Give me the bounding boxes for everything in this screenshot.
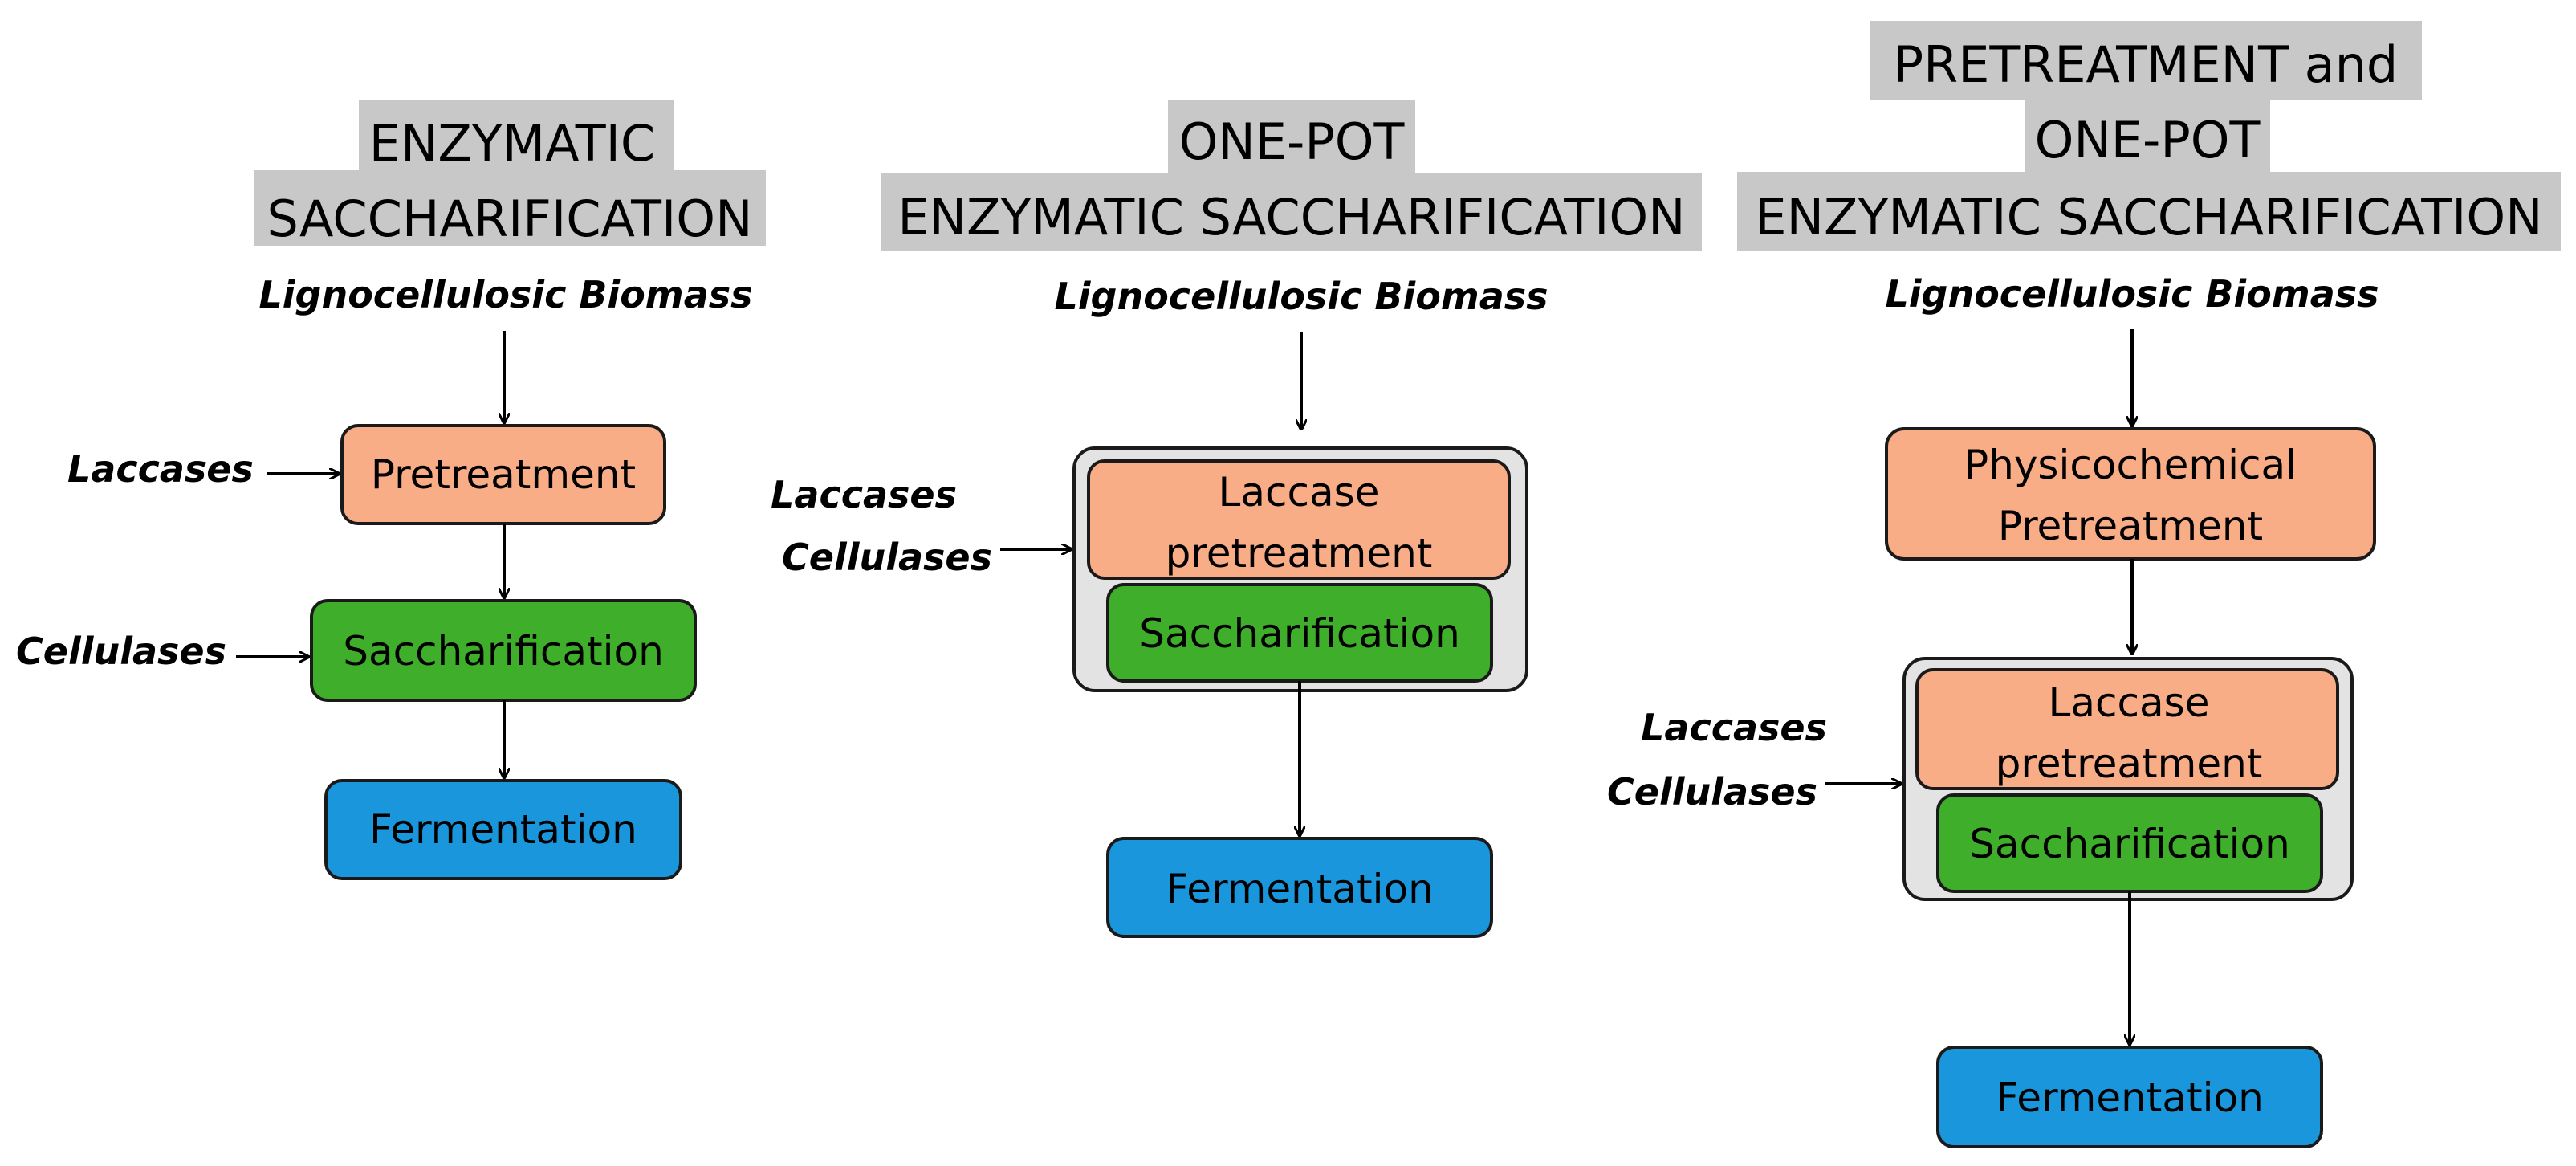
panel-title-line-2: ENZYMATIC SACCHARIFICATION (897, 188, 1685, 247)
input-label-biomass: Lignocellulosic Biomass (258, 273, 752, 316)
panel-title-line-1: PRETREATMENT and (1894, 35, 2399, 94)
enzyme-label-laccases: Laccases (1641, 706, 1827, 749)
step-saccharification-label: Saccharification (1139, 610, 1460, 657)
step-laccase-pretreatment-label-1: Laccase (1219, 469, 1380, 516)
step-physicochemical-label-1: Physicochemical (1964, 442, 2297, 488)
step-laccase-pretreatment (1087, 459, 1511, 580)
enzyme-label-cellulases: Cellulases (782, 536, 992, 579)
step-fermentation-label: Fermentation (1166, 866, 1434, 912)
enzyme-label-laccases: Laccases (67, 447, 254, 491)
step-fermentation (1936, 1046, 2323, 1148)
panel-title-line-1: ONE-POT (1179, 112, 1406, 171)
panel-title-line-3: ENZYMATIC SACCHARIFICATION (1755, 188, 2542, 247)
panel-title-line-1: ENZYMATIC (369, 114, 655, 173)
step-laccase-pretreatment-label-2: pretreatment (1996, 740, 2263, 787)
panel-one-pot-saccharification: ONE-POT ENZYMATIC SACCHARIFICATION Ligno… (771, 100, 1702, 938)
step-saccharification-label: Saccharification (343, 628, 664, 675)
input-label-biomass: Lignocellulosic Biomass (1885, 272, 2379, 316)
input-label-biomass: Lignocellulosic Biomass (1054, 275, 1548, 318)
step-fermentation-label: Fermentation (1996, 1074, 2264, 1121)
step-laccase-pretreatment-label-1: Laccase (2049, 679, 2210, 726)
title-highlight (359, 100, 674, 170)
step-physicochemical-label-2: Pretreatment (1998, 503, 2263, 549)
panel-enzymatic-saccharification: ENZYMATIC SACCHARIFICATION Lignocellulos… (16, 100, 766, 880)
step-fermentation-label: Fermentation (369, 806, 637, 853)
title-highlight (1168, 100, 1415, 173)
step-fermentation (1106, 837, 1493, 938)
title-highlight (1870, 21, 2422, 100)
enzyme-label-cellulases: Cellulases (1607, 770, 1817, 813)
panel-title-line-2: SACCHARIFICATION (267, 190, 753, 248)
panel-pretreatment-and-one-pot-saccharification: PRETREATMENT and ONE-POT ENZYMATIC SACCH… (1607, 21, 2561, 1148)
step-pretreatment-label: Pretreatment (371, 451, 636, 498)
enzyme-label-laccases: Laccases (771, 473, 957, 516)
step-laccase-pretreatment-label-2: pretreatment (1166, 530, 1433, 577)
enzyme-label-cellulases: Cellulases (16, 630, 226, 673)
title-highlight (2025, 100, 2270, 172)
title-highlight (1737, 172, 2561, 251)
step-fermentation (324, 779, 682, 880)
step-saccharification-label: Saccharification (1969, 821, 2290, 867)
title-highlight (254, 170, 766, 246)
step-laccase-pretreatment (1915, 668, 2339, 790)
title-highlight (881, 173, 1702, 251)
panel-title-line-2: ONE-POT (2035, 111, 2261, 169)
